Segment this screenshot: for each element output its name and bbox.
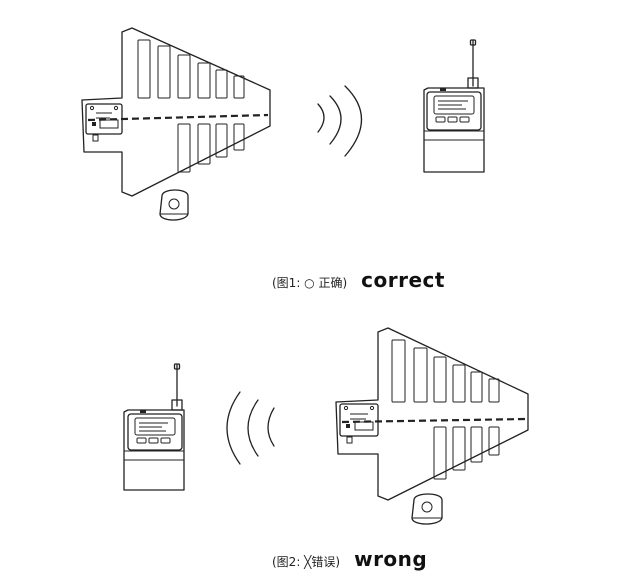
paddle-antenna-body (81, 27, 271, 197)
caption-correct-label: correct (361, 268, 445, 292)
antenna-swivel-mount (411, 493, 443, 525)
antenna-lower-elements (177, 123, 245, 173)
figure-wrong-drawing (123, 327, 529, 525)
caption-correct-prefix: (图1: ○ 正确) (272, 276, 348, 290)
caption-wrong: (图2: ╳错误) wrong (272, 547, 427, 571)
radio-waves (226, 391, 275, 465)
paddle-antenna (335, 327, 529, 525)
caption-correct: (图1: ○ 正确) correct (272, 268, 445, 292)
antenna-upper-elements (137, 39, 245, 99)
paddle-antenna (81, 27, 271, 221)
antenna-lower-elements (433, 426, 500, 480)
caption-wrong-label: wrong (354, 547, 428, 571)
antenna-swivel-mount (159, 189, 189, 221)
antenna-boom-line (87, 113, 269, 122)
bodypack-transmitter (123, 363, 185, 491)
figure-correct-drawing (81, 27, 485, 221)
figure-correct: (图1: ○ 正确) correct (81, 27, 485, 292)
caption-wrong-prefix: (图2: ╳错误) (272, 555, 341, 569)
figure-wrong: (图2: ╳错误) wrong (0, 310, 635, 582)
radio-waves (317, 85, 363, 157)
antenna-upper-elements (391, 339, 500, 403)
antenna-connector-panel (85, 103, 123, 142)
bodypack-transmitter (423, 39, 485, 173)
antenna-connector-panel (339, 403, 379, 444)
antenna-boom-line (341, 417, 527, 424)
